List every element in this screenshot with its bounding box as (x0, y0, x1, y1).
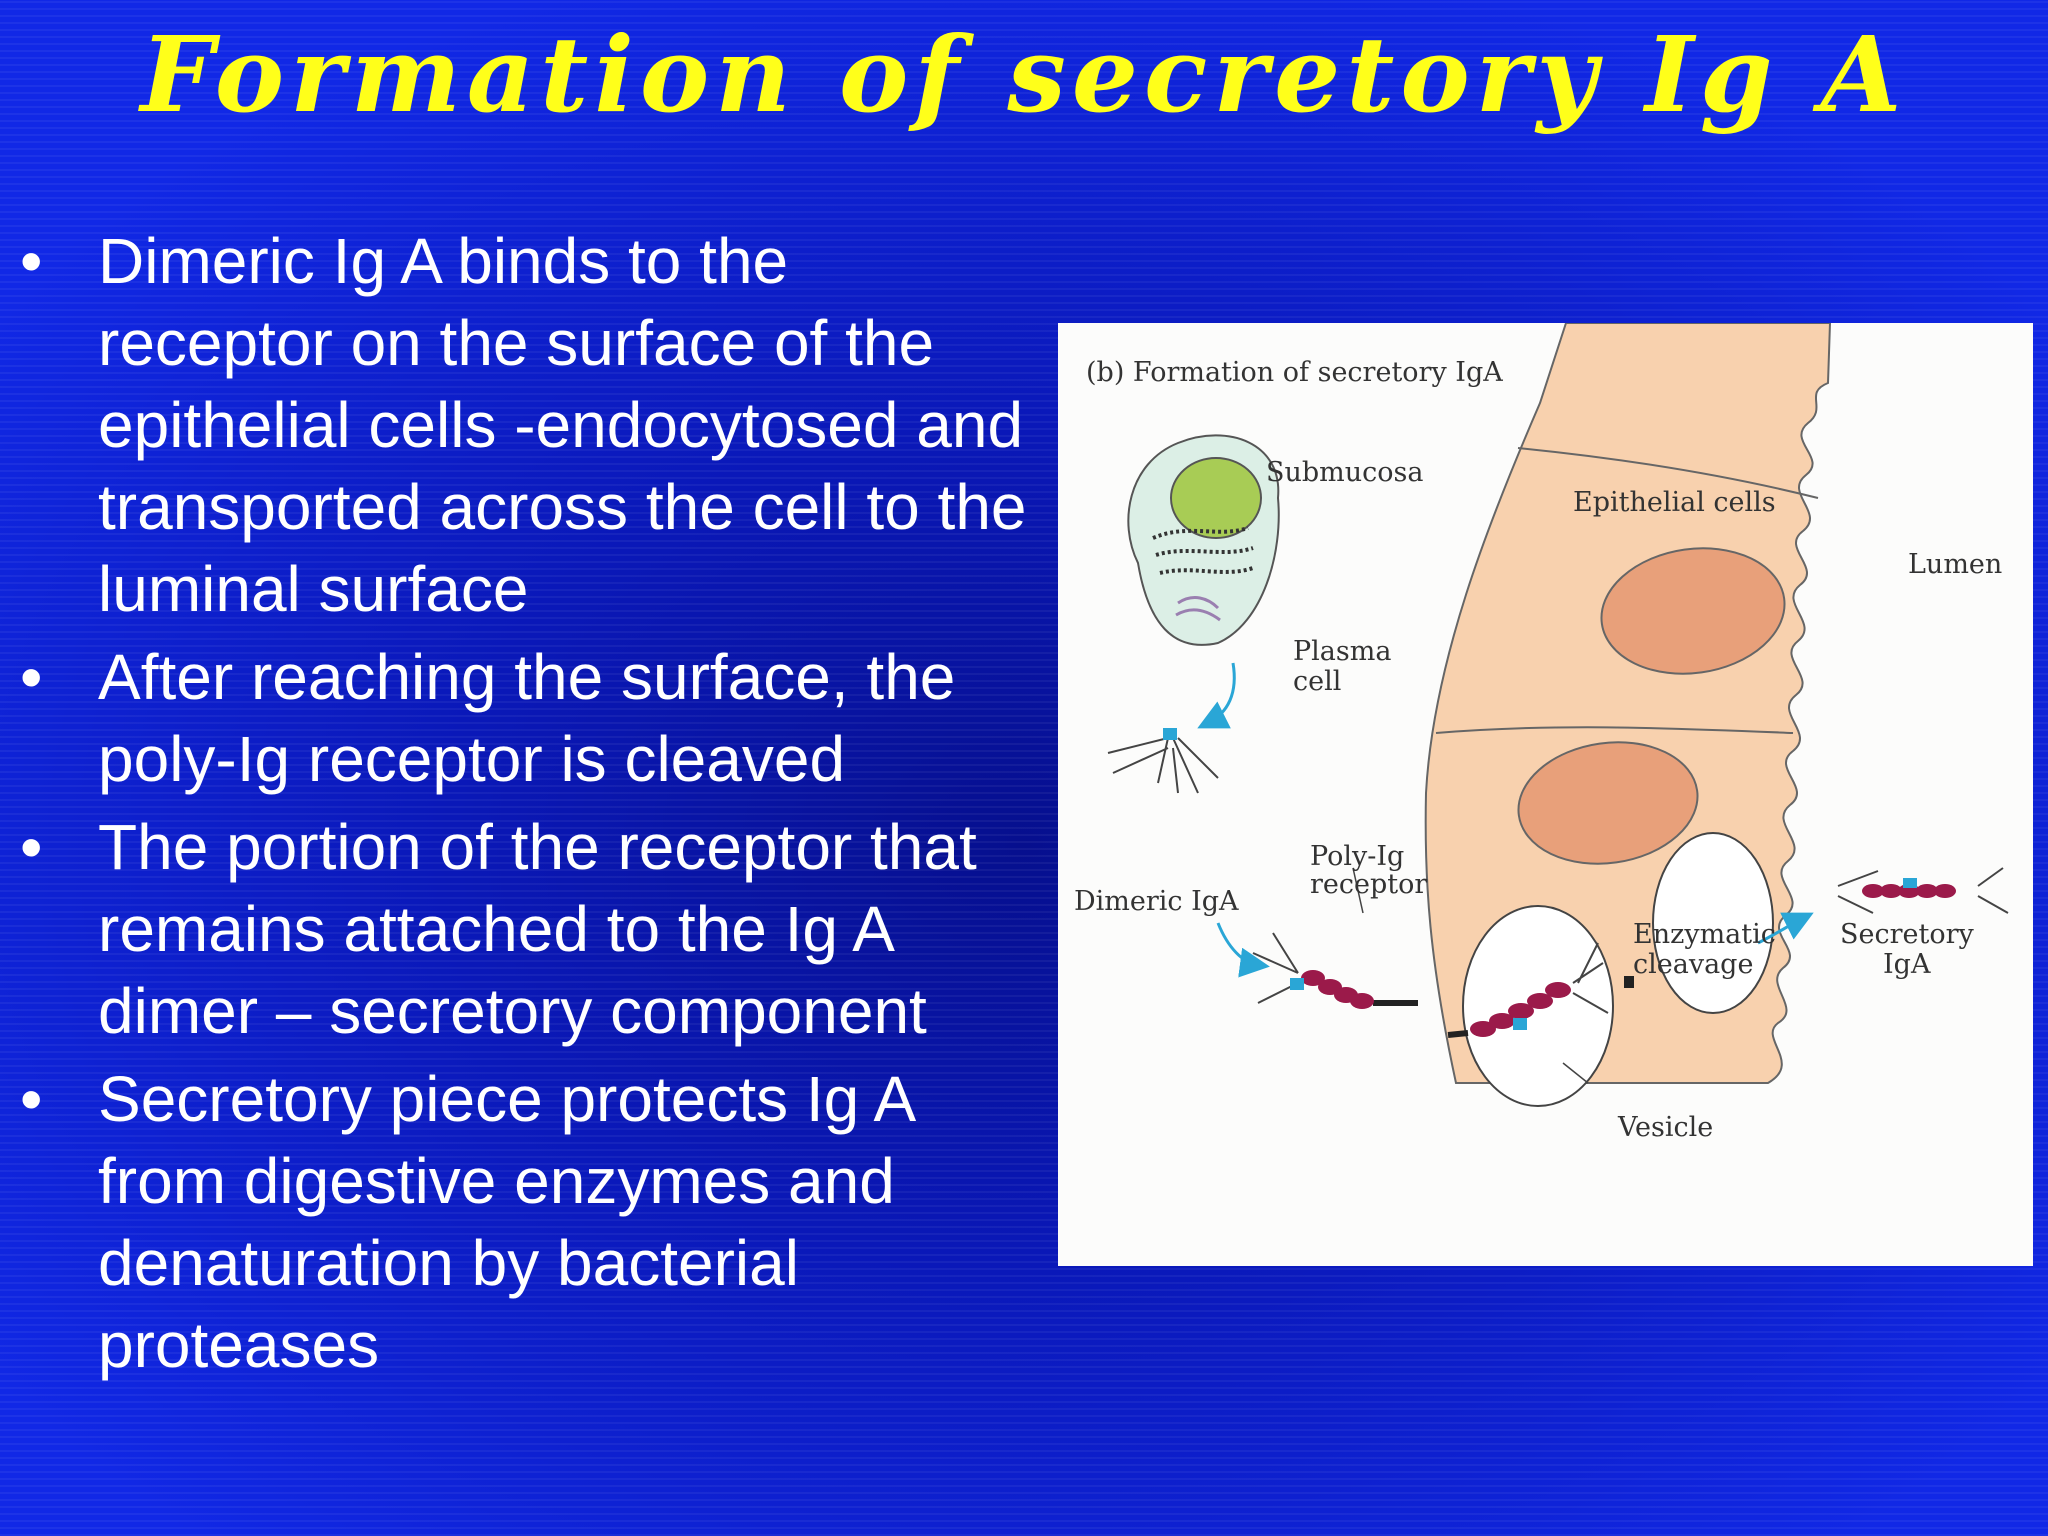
bullet-text: The portion of the receptor that remains… (98, 811, 977, 1047)
secretion-arrow (1197, 662, 1236, 729)
label-epithelial-cells: Epithelial cells (1573, 487, 1776, 518)
vesicle-iga-complex (1447, 942, 1609, 1038)
label-vesicle: Vesicle (1617, 1112, 1713, 1143)
bullet-marker: • (20, 225, 43, 297)
label-dimeric-iga: Dimeric IgA (1074, 886, 1239, 917)
label-cell: cell (1293, 666, 1341, 697)
cleavage-site (1624, 976, 1634, 988)
poly-ig-receptor-molecule (1252, 932, 1418, 1009)
release-arrow (1757, 912, 1814, 945)
bullet-marker: • (20, 641, 43, 713)
label-receptor: receptor (1310, 869, 1427, 900)
bullet-item: • After reaching the surface, the poly-Ig… (20, 636, 1030, 800)
epithelial-nucleus (1600, 547, 1786, 675)
label-poly-ig: Poly-Ig (1310, 841, 1404, 872)
bullet-marker: • (20, 1063, 43, 1135)
label-enzymatic: Enzymatic (1633, 919, 1776, 950)
bullet-item: • The portion of the receptor that remain… (20, 806, 1030, 1052)
rough-er (1152, 526, 1254, 575)
dimeric-iga-molecule (1107, 728, 1219, 794)
cell-boundary (1435, 726, 1794, 734)
label-secretory: Secretory (1840, 919, 1974, 950)
leader-line (1562, 1062, 1589, 1084)
bullet-list: • Dimeric Ig A binds to the receptor on t… (20, 220, 1030, 1392)
label-cleavage: cleavage (1633, 949, 1753, 980)
cell-boundary (1517, 447, 1819, 499)
binding-arrow (1216, 922, 1270, 978)
bullet-text: After reaching the surface, the poly-Ig … (98, 641, 956, 795)
label-iga: IgA (1883, 949, 1931, 980)
cleavage-vesicle (1652, 832, 1774, 1014)
bullet-item: • Secretory piece protects Ig A from dige… (20, 1058, 1030, 1386)
plasma-cell-nucleus (1170, 457, 1262, 539)
label-lumen: Lumen (1908, 549, 2002, 580)
golgi (1175, 596, 1221, 622)
bullet-text: Secretory piece protects Ig A from diges… (98, 1063, 913, 1381)
epithelial-nucleus (1517, 741, 1699, 865)
slide-title: Formation of secretory Ig A (140, 13, 1908, 136)
secretory-iga-molecule (1837, 867, 2009, 914)
bullet-item: • Dimeric Ig A binds to the receptor on t… (20, 220, 1030, 630)
leader-line (1352, 867, 1364, 914)
label-submucosa: Submucosa (1266, 457, 1424, 488)
bullet-text: Dimeric Ig A binds to the receptor on th… (98, 225, 1027, 625)
label-plasma: Plasma (1293, 636, 1391, 667)
bullet-marker: • (20, 811, 43, 883)
iga-diagram: (b) Formation of secretory IgA Submucosa… (1058, 323, 2033, 1266)
figure-caption: (b) Formation of secretory IgA (1086, 357, 1503, 388)
